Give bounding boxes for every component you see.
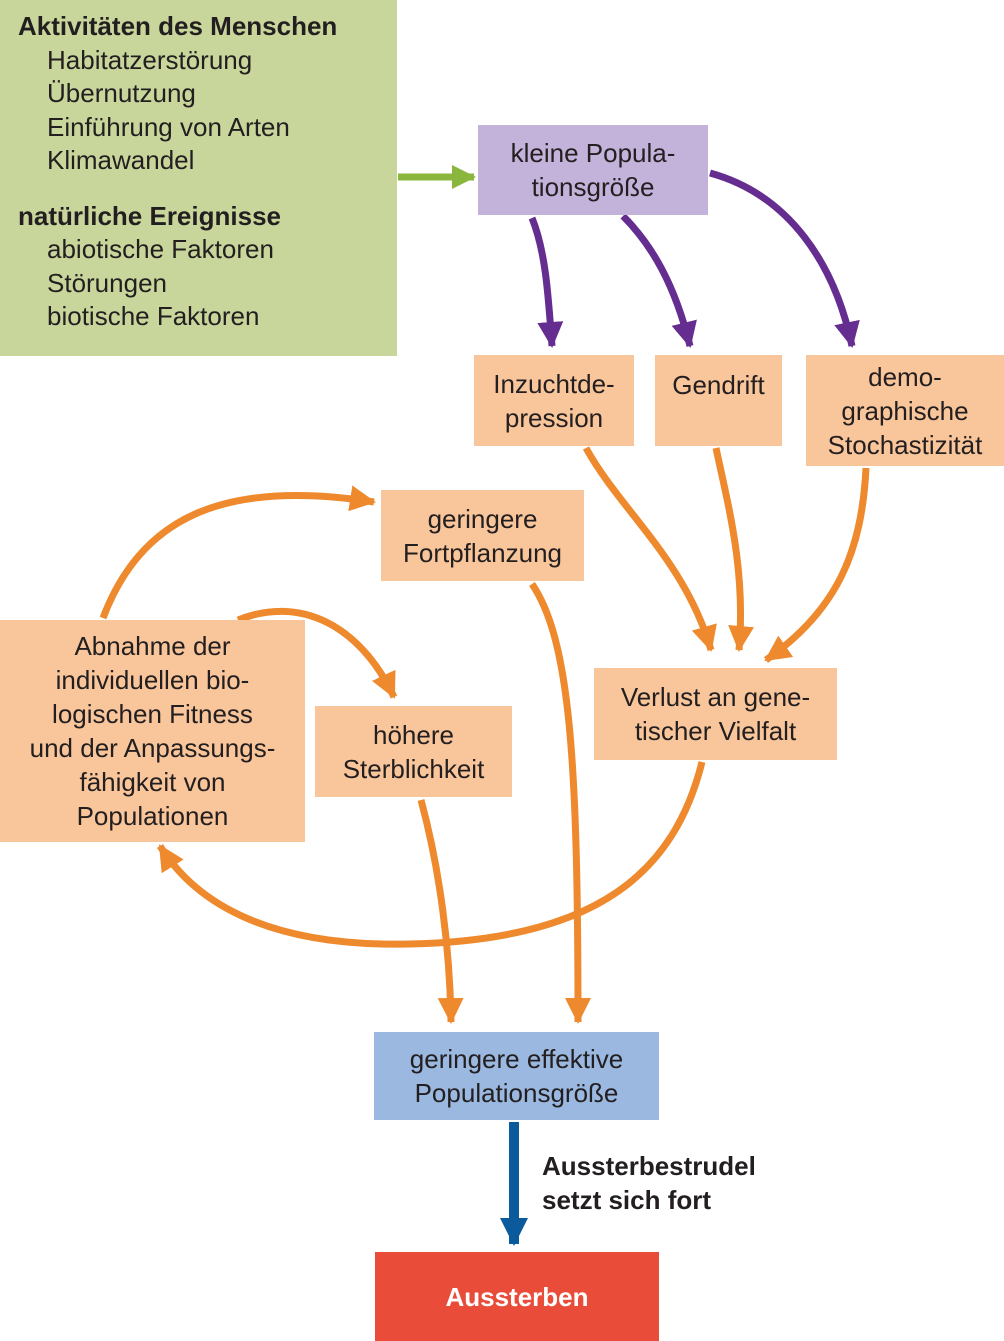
demographic-line: graphische [841, 395, 969, 426]
natural-event-item: abiotische Faktoren [47, 234, 274, 264]
natural-event-item: biotische Faktoren [47, 301, 260, 331]
inbreeding-line: pression [504, 402, 604, 433]
arrow-genetic-loss-to-fitness-decline [157, 761, 706, 948]
demographic-line: Stochastizität [827, 429, 983, 460]
arrow-lower-reproduction-to-effective-size [529, 582, 591, 1024]
higher-mortality-box: höhere Sterblichkeit [315, 706, 512, 797]
fitness-decline-line: fähigkeit von [79, 767, 226, 797]
genetic-drift-box: Gendrift [655, 355, 782, 446]
extinction-vortex-label: Aussterbestrudel setzt sich fort [542, 1149, 756, 1217]
causes-box: Aktivitäten des Menschen Habitatzerstöru… [0, 0, 397, 356]
arrow-inbreeding-to-genetic-loss [582, 446, 717, 652]
drift-line: Gendrift [672, 370, 765, 400]
arrow-fitness-decline-to-higher-mortality [236, 607, 398, 699]
fitness-decline-box: Abnahme der individuellen bio- logischen… [0, 620, 305, 842]
arrow-small-population-to-inbreeding [528, 216, 564, 348]
human-activity-item: Übernutzung [47, 78, 196, 108]
human-activity-item: Habitatzerstörung [47, 44, 253, 75]
arrow-higher-mortality-to-effective-size [417, 799, 464, 1024]
effective-size-line: Populationsgröße [414, 1078, 619, 1108]
spiral-label-line: setzt sich fort [542, 1185, 712, 1215]
higher-mortality-line: höhere [373, 719, 454, 750]
genetic-loss-line: tischer Vielfalt [634, 716, 797, 746]
higher-mortality-line: Sterblichkeit [342, 753, 485, 784]
small-population-line: kleine Popula- [510, 138, 676, 168]
genetic-diversity-loss-box: Verlust an gene- tischer Vielfalt [594, 668, 837, 760]
fitness-decline-line: logischen Fitness [52, 699, 253, 729]
fitness-decline-line: und der Anpassungs- [29, 733, 276, 763]
human-activities-heading: Aktivitäten des Menschen [18, 11, 338, 41]
arrow-small-population-to-demographic [709, 169, 860, 348]
inbreeding-line: Inzuchtde- [493, 368, 615, 399]
arrow-small-population-to-drift [620, 213, 697, 348]
fitness-decline-line: Populationen [76, 801, 229, 831]
fitness-decline-line: Abnahme der [74, 631, 231, 661]
natural-events-heading: natürliche Ereignisse [18, 200, 281, 231]
small-population-box: kleine Popula- tionsgröße [478, 125, 708, 215]
lower-reproduction-line: Fortpflanzung [403, 537, 562, 568]
natural-event-item: Störungen [47, 267, 167, 298]
extinction-label: Aussterben [445, 1281, 589, 1312]
spiral-label-line: Aussterbestrudel [542, 1151, 756, 1181]
lower-reproduction-line: geringere [427, 503, 538, 534]
fitness-decline-line: individuellen bio- [55, 665, 250, 695]
arrow-fitness-decline-to-lower-reproduction [99, 485, 376, 620]
inbreeding-depression-box: Inzuchtde- pression [474, 355, 634, 446]
small-population-line: tionsgröße [531, 172, 655, 202]
lower-reproduction-box: geringere Fortpflanzung [381, 490, 584, 581]
demographic-line: demo- [868, 361, 942, 392]
genetic-loss-line: Verlust an gene- [620, 682, 811, 712]
demographic-stochasticity-box: demo- graphische Stochastizität [806, 355, 1004, 466]
effective-population-size-box: geringere effektive Populationsgröße [374, 1032, 659, 1120]
arrow-demographic-to-genetic-loss [764, 467, 870, 663]
extinction-box: Aussterben [375, 1252, 659, 1341]
human-activity-item: Einführung von Arten [47, 111, 290, 142]
arrow-drift-to-genetic-loss [712, 447, 755, 652]
human-activity-item: Klimawandel [47, 145, 195, 175]
effective-size-line: geringere effektive [409, 1044, 624, 1074]
